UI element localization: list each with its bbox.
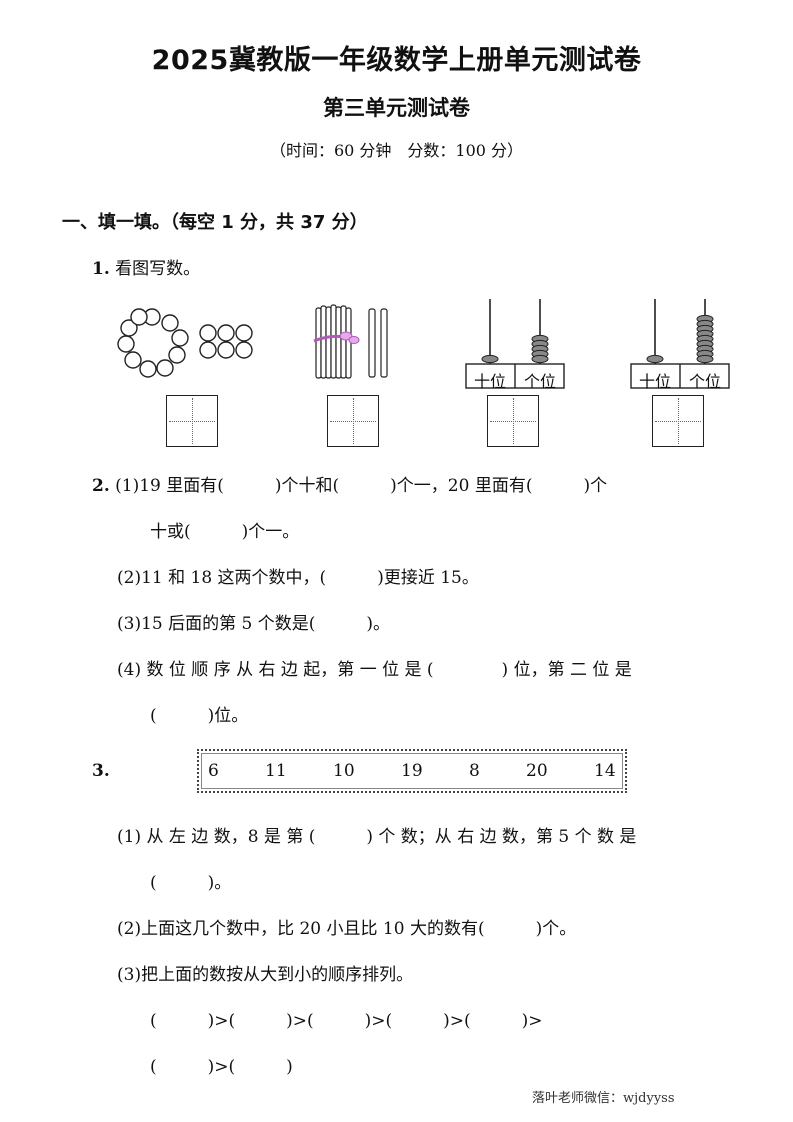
question-2-line-1: 2. (1)19 里面有( )个十和( )个一，20 里面有( )个: [92, 471, 607, 496]
abacus-2-tens-label: 十位: [638, 372, 671, 391]
question-2-line-2: 十或( )个一。: [150, 522, 300, 542]
answer-box-2[interactable]: [327, 395, 379, 447]
question-number: 1.: [92, 259, 110, 279]
frame-number: 14: [594, 761, 616, 781]
section-heading: 一、填一填。（每空 1 分，共 37 分）: [62, 212, 368, 233]
question-2-line-3: (2)11 和 18 这两个数中，( )更接近 15。: [117, 568, 479, 588]
question-2-line-4: (3)15 后面的第 5 个数是( )。: [117, 614, 391, 634]
number-frame: [197, 749, 627, 793]
question-2-line-6: ( )位。: [150, 706, 249, 726]
abacus-2-ones-label: 个位: [688, 372, 721, 391]
question-3-number: 3.: [92, 761, 110, 781]
answer-box-1[interactable]: [166, 395, 218, 447]
footer-watermark: 落叶老师微信：wjdyyss: [532, 1091, 675, 1106]
frame-number: 8: [469, 761, 480, 781]
question-3-line-5: ( )>( )>( )>( )>( )>: [150, 1011, 543, 1031]
answer-box-4[interactable]: [652, 395, 704, 447]
question-text: (1)19 里面有( )个十和( )个一，20 里面有( )个: [115, 476, 608, 496]
question-3-line-2: ( )。: [150, 873, 232, 893]
question-2-line-5: (4) 数 位 顺 序 从 右 边 起，第 一 位 是 ( ) 位，第 二 位 …: [117, 660, 632, 680]
frame-number: 10: [333, 761, 355, 781]
page-title: 2025冀教版一年级数学上册单元测试卷: [151, 45, 642, 76]
abacus-1-tens-label: 十位: [473, 372, 506, 391]
question-3-line-1: (1) 从 左 边 数，8 是 第 ( ) 个 数；从 右 边 数，第 5 个 …: [117, 827, 637, 847]
question-3-line-6: ( )>( ): [150, 1057, 293, 1077]
question-3-line-4: (3)把上面的数按从大到小的顺序排列。: [117, 965, 414, 985]
abacus-1-ones-label: 个位: [523, 372, 556, 391]
frame-number: 19: [401, 761, 423, 781]
question-3-line-3: (2)上面这几个数中，比 20 小且比 10 大的数有( )个。: [117, 919, 577, 939]
question-number: 2.: [92, 476, 110, 496]
stick-bundle-picture: [313, 304, 388, 379]
abacus-picture-1: [465, 299, 565, 389]
unit-subtitle: 第三单元测试卷: [323, 96, 470, 120]
abacus-picture-2: [630, 299, 730, 389]
time-score-info: （时间：60 分钟 分数：100 分）: [269, 141, 524, 160]
frame-number: 20: [526, 761, 548, 781]
frame-number: 11: [265, 761, 287, 781]
question-1: 1. 看图写数。: [92, 254, 200, 279]
frame-number: 6: [208, 761, 219, 781]
circle-counters-picture: [117, 308, 253, 378]
question-text: 看图写数。: [115, 259, 201, 279]
answer-box-3[interactable]: [487, 395, 539, 447]
